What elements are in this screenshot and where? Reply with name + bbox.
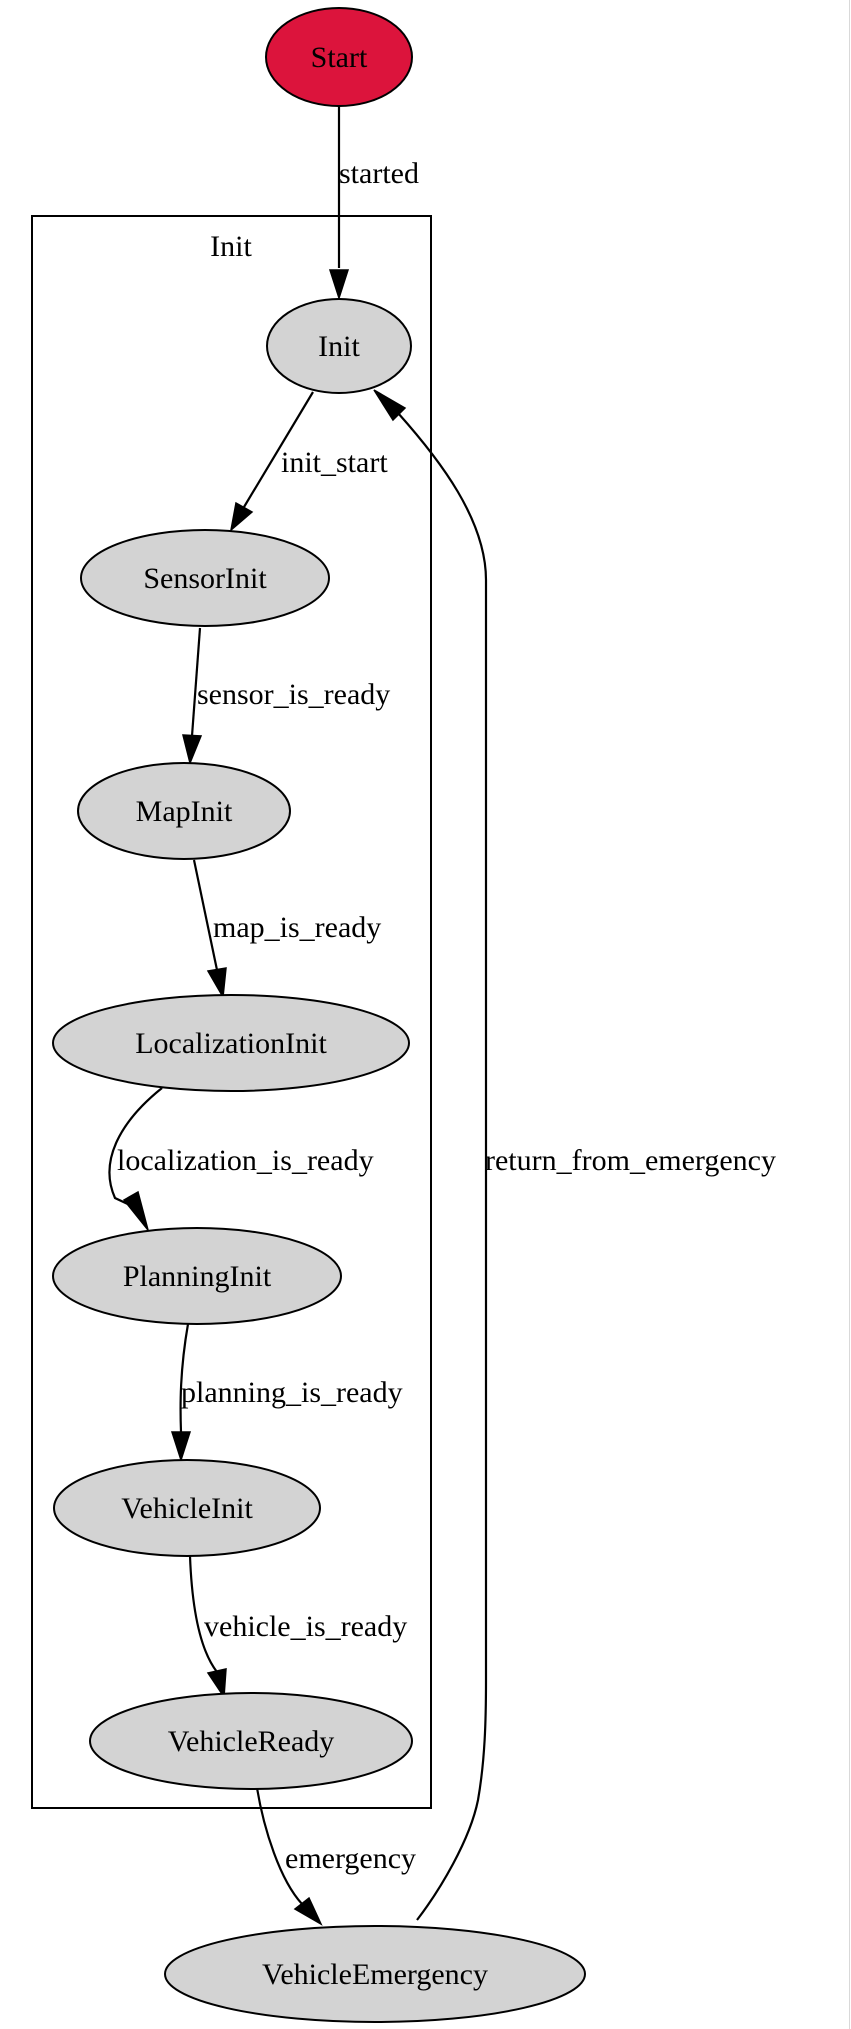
edge-label-planning-is-ready: planning_is_ready [181,1376,403,1409]
page-border-right [849,0,850,2029]
node-init-label: Init [318,330,360,363]
node-vehicle-init-label: VehicleInit [121,1492,253,1525]
node-start-label: Start [311,41,368,74]
node-vehicle-ready[interactable]: VehicleReady [89,1692,413,1790]
arrowhead [122,1190,149,1231]
node-planning-init[interactable]: PlanningInit [52,1227,342,1325]
node-map-init-label: MapInit [136,795,233,828]
edge-return-from-emergency: return_from_emergency [373,389,776,1921]
edge-label-emergency: emergency [285,1842,416,1875]
edge-planning-is-ready: planning_is_ready [170,1323,403,1463]
arrowhead [293,1896,323,1926]
edge-label-return-from-emergency: return_from_emergency [485,1144,776,1177]
init-cluster-box [31,215,432,1809]
init-cluster-label: Init [210,230,252,263]
node-start[interactable]: Start [265,7,413,107]
arrowhead [182,734,203,766]
edge-label-vehicle-is-ready: vehicle_is_ready [204,1610,407,1643]
node-vehicle-emergency[interactable]: VehicleEmergency [164,1925,586,2023]
node-vehicle-init[interactable]: VehicleInit [53,1459,321,1557]
node-init[interactable]: Init [266,298,412,394]
node-localization-init[interactable]: LocalizationInit [52,994,410,1092]
edge-label-init-start: init_start [281,446,388,479]
node-localization-init-label: LocalizationInit [135,1027,327,1060]
arrowhead [206,967,227,1000]
edge-label-sensor-is-ready: sensor_is_ready [197,678,390,711]
edge-localization-is-ready: localization_is_ready [108,1087,374,1231]
arrowhead [328,269,350,301]
edge-init-start: init_start [229,391,388,532]
edge-started: started [328,106,419,301]
node-map-init[interactable]: MapInit [77,762,291,860]
edge-emergency: emergency [255,1787,416,1926]
edge-sensor-is-ready: sensor_is_ready [182,627,390,766]
arrowhead [170,1431,192,1463]
arrowhead [373,389,407,422]
node-vehicle-ready-label: VehicleReady [168,1725,335,1758]
arrowhead [229,501,254,532]
arrowhead [206,1668,227,1700]
edge-map-is-ready: map_is_ready [192,859,381,1000]
node-sensor-init-label: SensorInit [143,562,267,595]
edge-label-map-is-ready: map_is_ready [213,911,381,944]
node-planning-init-label: PlanningInit [123,1260,272,1293]
edge-vehicle-is-ready: vehicle_is_ready [188,1555,407,1700]
node-vehicle-emergency-label: VehicleEmergency [262,1958,488,1991]
node-sensor-init[interactable]: SensorInit [80,529,330,627]
edge-label-started: started [339,157,419,190]
init-cluster: Init [31,215,432,1809]
edge-label-localization-is-ready: localization_is_ready [117,1144,374,1177]
